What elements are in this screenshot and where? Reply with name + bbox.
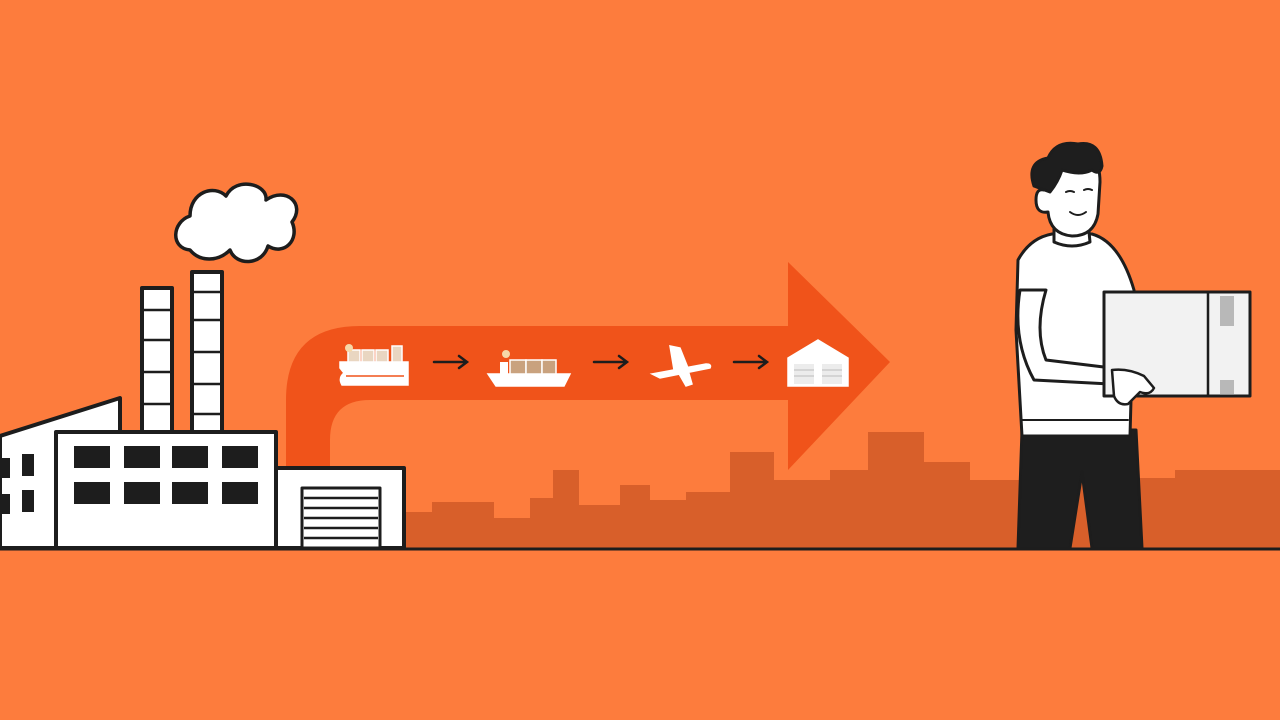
right-arrow-icon xyxy=(432,354,470,370)
pants xyxy=(1016,428,1144,550)
right-arrow-icon xyxy=(592,354,630,370)
airplane-icon xyxy=(649,345,712,387)
cargo-truck-icon xyxy=(339,344,409,386)
smoke-cloud-icon xyxy=(174,182,299,264)
person-icon xyxy=(1014,141,1252,550)
warehouse-icon xyxy=(787,339,849,387)
hair xyxy=(1030,141,1104,194)
factory-windows xyxy=(0,446,258,514)
flow-arrow-icon xyxy=(286,262,890,548)
right-arrow-icon xyxy=(732,354,770,370)
cargo-ship-icon xyxy=(486,350,572,387)
